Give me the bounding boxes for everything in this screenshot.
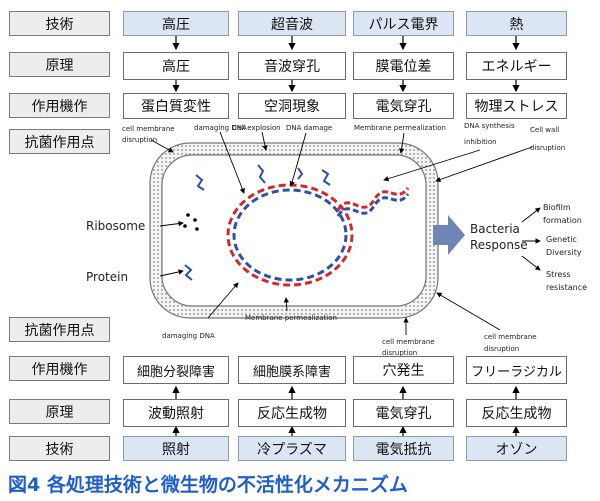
dna-fragment: [336, 187, 410, 211]
svg-text:Diversity: Diversity: [546, 248, 582, 257]
top-mechanism-cavitation: 空洞現象: [238, 93, 346, 119]
response-title-1: Bacteria: [470, 222, 520, 236]
svg-text:disruption: disruption: [382, 349, 417, 357]
response-item-genetic: Genetic: [546, 235, 577, 244]
bottom-technique-cold-plasma: 冷プラズマ: [238, 436, 346, 461]
cell-membrane-inner: [161, 154, 427, 307]
bottom-principle-reaction-products-2: 反応生成物: [466, 399, 567, 427]
top-principle-high-pressure: 高圧: [123, 52, 229, 80]
bottom-technique-irradiation: 照射: [123, 436, 229, 461]
svg-text:disruption: disruption: [484, 345, 519, 353]
label-cell-wall-disruption: Cell wall: [530, 126, 559, 134]
bottom-principle-wave-irradiation: 波動照射: [123, 399, 229, 427]
top-mechanism-protein-denaturation: 蛋白質変性: [123, 93, 229, 119]
row-label-principle-top: 原理: [9, 52, 110, 77]
bottom-technique-ozone: オゾン: [466, 436, 567, 461]
label-cell-membrane-disruption: cell membrane: [122, 125, 175, 133]
top-technique-high-pressure: 高圧: [123, 11, 229, 36]
figure-title: 図4 各処理技術と微生物の不活性化メカニズム: [8, 474, 408, 496]
svg-text:resistance: resistance: [546, 283, 587, 292]
response-arrows: [521, 207, 541, 271]
svg-text:disruption: disruption: [122, 136, 157, 144]
label-dna-synthesis: DNA synthesis: [464, 122, 515, 130]
bottom-principle-electroporation: 電気穿孔: [353, 399, 454, 427]
label-dna-damage: DNA damage: [286, 124, 332, 132]
svg-text:disruption: disruption: [530, 144, 565, 152]
svg-text:inhibition: inhibition: [464, 138, 497, 146]
label-membrane-permealization-bottom: Membrane permealization: [245, 314, 337, 322]
row-label-action-point-top: 抗菌作用点: [9, 129, 110, 154]
top-mechanism-physical-stress: 物理ストレス: [466, 93, 567, 119]
label-cell-explosion: Cell explosion: [232, 124, 281, 132]
bottom-flow-arrows: [172, 385, 520, 436]
bottom-mechanism-pore-formation: 穴発生: [353, 356, 454, 384]
top-mechanism-electroporation: 電気穿孔: [353, 93, 454, 119]
label-cell-membrane-disruption-bottom: cell membrane: [382, 338, 435, 346]
label-protein: Protein: [86, 270, 128, 284]
top-technique-pulsed-electric-field: パルス電界: [353, 11, 454, 36]
label-cell-membrane-disruption-right: cell membrane: [484, 333, 537, 341]
row-label-technique-top: 技術: [9, 11, 110, 36]
label-membrane-permealization: Membrane permealization: [354, 124, 446, 132]
response-arrow: [433, 215, 465, 255]
label-ribosome: Ribosome: [86, 219, 145, 233]
top-flow-arrows: [172, 36, 520, 93]
top-principle-sonoporation: 音波穿孔: [238, 52, 346, 80]
bottom-mechanism-cell-division: 細胞分裂障害: [123, 356, 229, 384]
bottom-mechanism-membrane-damage: 細胞膜系障害: [238, 356, 346, 384]
svg-text:formation: formation: [543, 216, 582, 225]
response-item-biofilm: Biofilm: [543, 203, 571, 212]
response-title-2: Response: [470, 238, 528, 252]
response-item-stress: Stress: [546, 270, 571, 279]
label-damaging-dna-bottom: damaging DNA: [162, 332, 215, 340]
pointer-lines: [150, 131, 533, 335]
label-damaging-dna: damaging DNA: [194, 124, 247, 132]
top-technique-ultrasound: 超音波: [238, 11, 346, 36]
row-label-principle-bottom: 原理: [9, 399, 110, 424]
row-label-technique-bottom: 技術: [9, 436, 110, 461]
bottom-mechanism-free-radical: フリーラジカル: [466, 356, 567, 384]
bottom-principle-reaction-products-1: 反応生成物: [238, 399, 346, 427]
row-label-action-point-bottom: 抗菌作用点: [9, 317, 110, 342]
top-principle-membrane-potential: 膜電位差: [353, 52, 454, 80]
row-label-mechanism-bottom: 作用機作: [9, 356, 110, 381]
dna-scraps: [184, 164, 331, 281]
top-principle-energy: エネルギー: [466, 52, 567, 80]
ribosome-dots: [183, 213, 199, 231]
row-label-mechanism-top: 作用機作: [9, 93, 110, 118]
bottom-technique-electrical-resistance: 電気抵抗: [353, 436, 454, 461]
top-technique-heat: 熱: [466, 11, 567, 36]
